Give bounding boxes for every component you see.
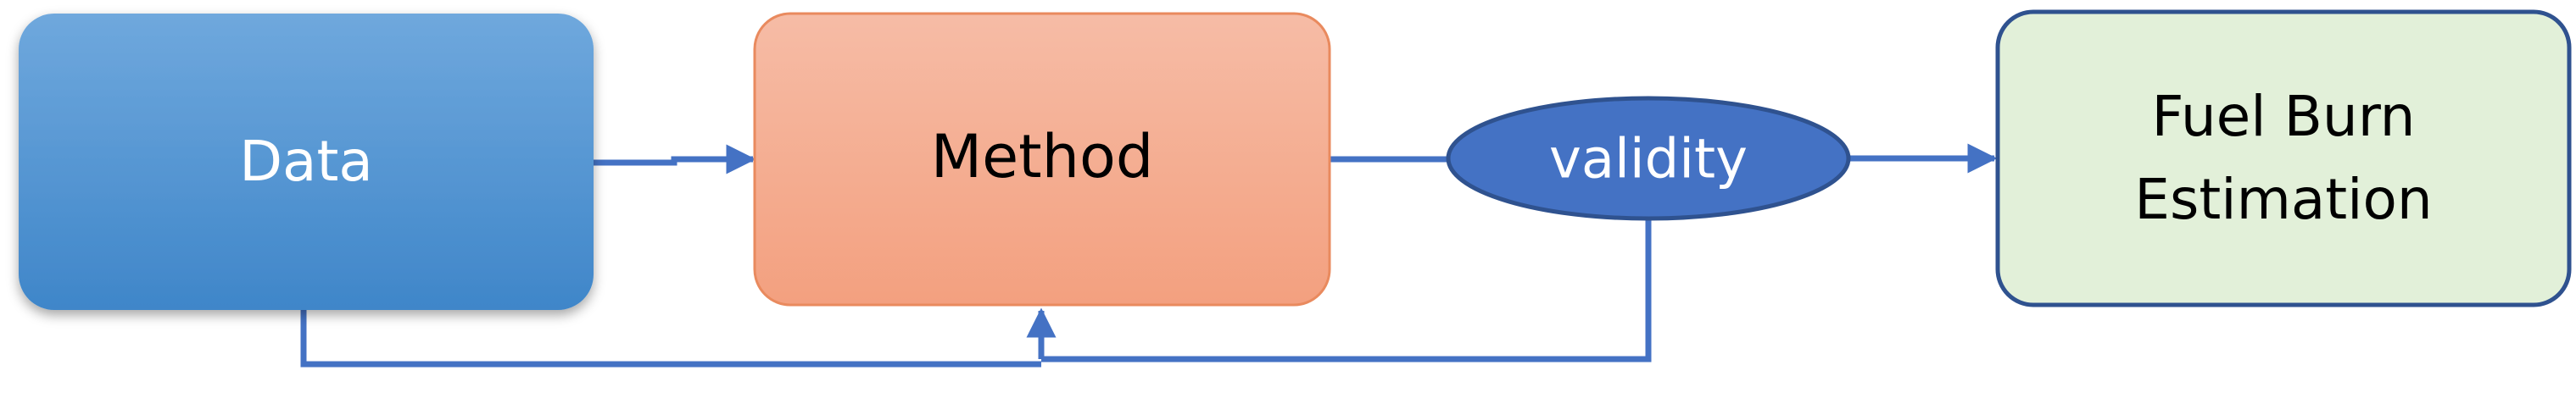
node-validity-label: validity	[1549, 129, 1748, 191]
node-data-box	[19, 14, 594, 310]
node-fuel-burn-label-line1: Fuel Burn	[2151, 84, 2415, 149]
node-fuel-burn-box	[1995, 9, 2572, 307]
node-method-label: Method	[931, 122, 1154, 191]
node-fuel-burn: Fuel Burn Estimation	[1995, 9, 2572, 307]
node-fuel-burn-label-line2: Estimation	[2134, 167, 2432, 232]
node-data: Data	[19, 14, 594, 310]
feedback-loop-line	[1041, 219, 1652, 362]
node-validity-ellipse	[1446, 96, 1851, 221]
arrow-data-to-method	[594, 144, 756, 174]
node-data-label: Data	[239, 129, 373, 194]
node-method: Method	[753, 12, 1331, 307]
node-method-box	[753, 12, 1331, 307]
node-validity: validity	[1446, 96, 1851, 221]
